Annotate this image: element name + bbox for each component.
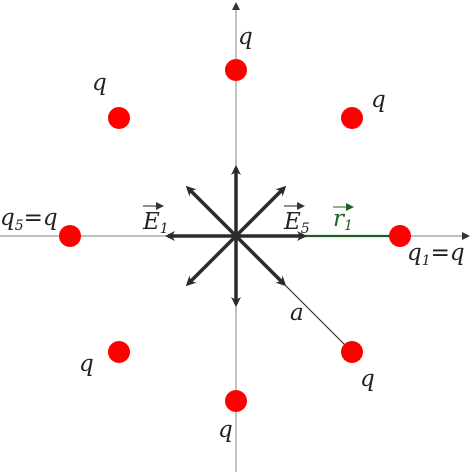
label-q5-eq: =q — [24, 205, 58, 231]
charges — [59, 59, 411, 412]
label-q1-eq: =q — [431, 240, 465, 266]
charge-bottom-right — [341, 341, 363, 363]
label-q-top: q — [238, 24, 253, 50]
label-e1-e: E — [142, 209, 160, 235]
label-q1-q: q — [407, 240, 422, 266]
charge-bottom-left — [108, 341, 130, 363]
label-q-top-right: q — [371, 87, 386, 113]
label-e1-sub: 1 — [160, 221, 169, 237]
charge-bottom — [225, 390, 247, 412]
label-r1: r1 — [333, 206, 353, 234]
field-arrows — [165, 165, 307, 307]
label-q5-q: q — [0, 205, 15, 231]
label-q5: q5=q — [0, 205, 58, 234]
label-e5: E5 — [283, 209, 310, 237]
field-arrow-up-left — [185, 185, 238, 238]
field-arrow-down-left — [185, 234, 238, 287]
label-q-bottom-left: q — [79, 351, 94, 377]
label-r1-r: r — [333, 206, 346, 232]
field-arrow-down-right — [234, 234, 287, 287]
field-arrow-up-right — [234, 185, 287, 238]
label-q1: q1=q — [407, 240, 465, 269]
label-q5-sub: 5 — [15, 218, 24, 234]
label-q-top-left: q — [92, 70, 107, 96]
charge-q5 — [59, 225, 81, 247]
label-a: a — [290, 300, 304, 326]
charge-top-right — [341, 107, 363, 129]
charge-top-left — [108, 107, 130, 129]
charge-top — [225, 59, 247, 81]
label-q-bottom-right: q — [360, 366, 375, 392]
label-q1-sub: 1 — [422, 253, 431, 269]
label-e5-sub: 5 — [301, 221, 310, 237]
label-r1-sub: 1 — [344, 218, 353, 234]
label-e1: E1 — [142, 209, 169, 237]
label-e5-e: E — [283, 209, 301, 235]
label-q-bottom: q — [218, 417, 233, 443]
charge-q1 — [389, 225, 411, 247]
